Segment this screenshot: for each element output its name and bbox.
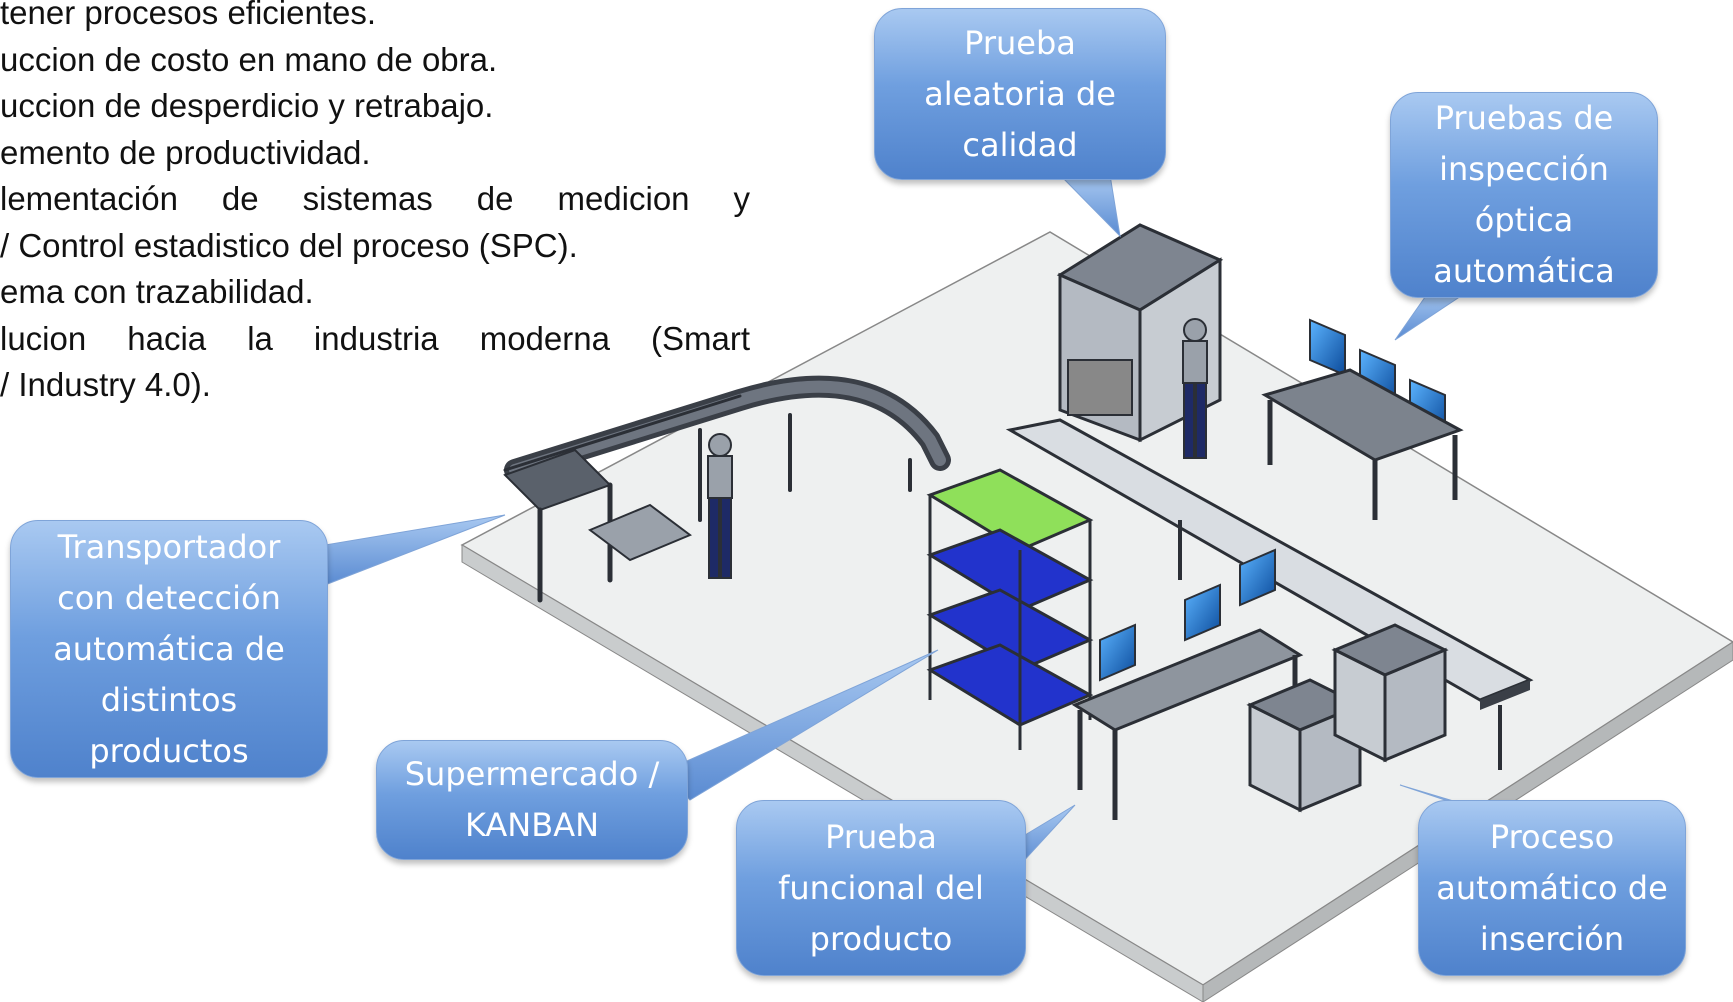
- objective-item: ema con trazabilidad.: [0, 273, 314, 310]
- objectives-list: tener procesos eficientes. uccion de cos…: [0, 0, 750, 409]
- callout-conveyor-detection: Transportador con detección automática d…: [10, 520, 328, 778]
- objective-item: uccion de desperdicio y retrabajo.: [0, 87, 494, 124]
- curved-conveyor: [503, 375, 951, 603]
- callout-random-quality-test: Prueba aleatoria de calidad: [874, 8, 1166, 180]
- quality-test-booth: [1056, 223, 1224, 443]
- kanban-racks: [926, 468, 1094, 750]
- callout-optical-inspection: Pruebas de inspección óptica automática: [1390, 92, 1658, 298]
- operator-figures: [707, 318, 1208, 579]
- optical-inspection-stations: [1261, 318, 1464, 520]
- callout-functional-test: Prueba funcional del producto: [736, 800, 1026, 976]
- callout-automatic-insertion: Proceso automático de inserción: [1418, 800, 1686, 976]
- objective-item: tener procesos eficientes.: [0, 0, 377, 31]
- objective-item: / Control estadistico del proceso (SPC).: [0, 226, 578, 264]
- objective-item: uccion de costo en mano de obra.: [0, 40, 498, 78]
- objective-item: lementación de sistemas de medicion y: [0, 180, 750, 217]
- objective-item: lucion hacia la industria moderna (Smart: [0, 319, 750, 357]
- insertion-cabinets: [1246, 623, 1449, 813]
- functional-test-stations: [1071, 548, 1304, 820]
- objective-item: / Industry 4.0).: [0, 366, 211, 403]
- callout-supermarket-kanban: Supermercado / KANBAN: [376, 740, 688, 860]
- objective-item: emento de productividad.: [0, 133, 371, 171]
